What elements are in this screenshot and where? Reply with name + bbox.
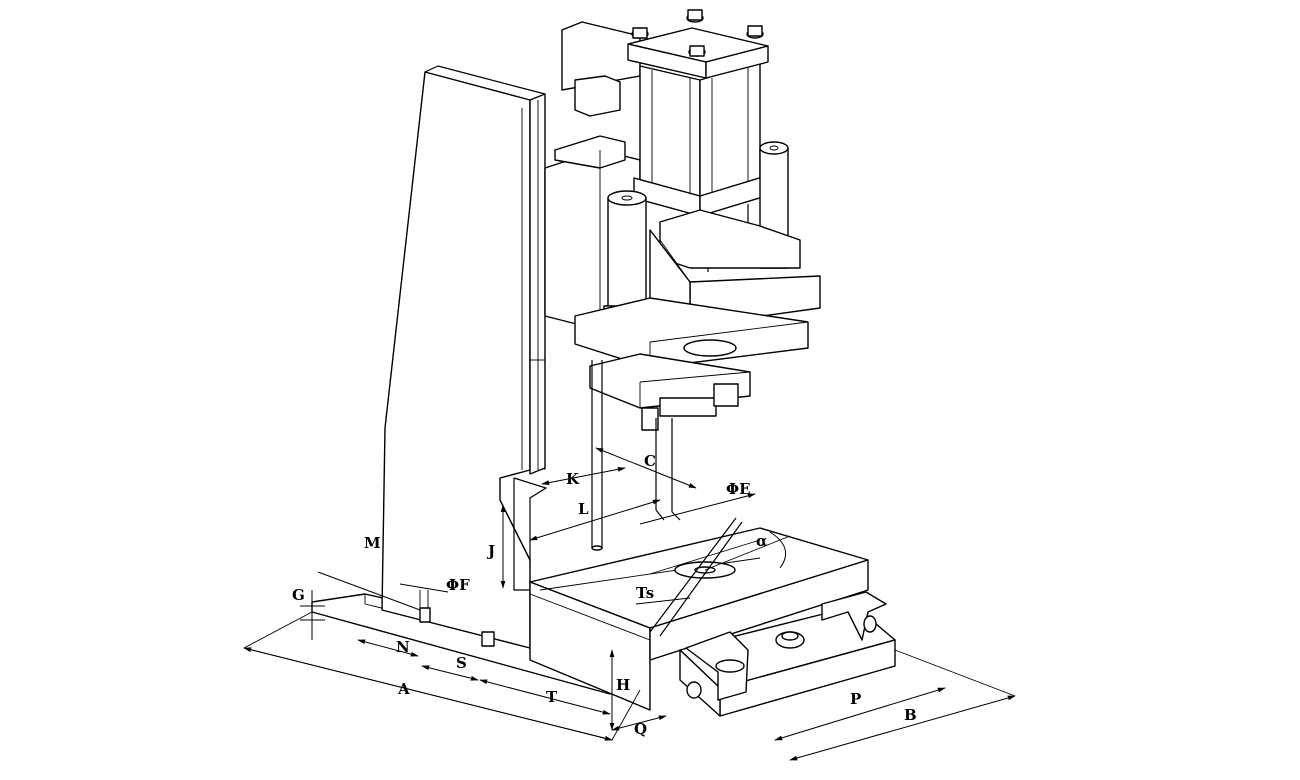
- column-frame: [381, 21, 641, 649]
- label-alpha: α: [756, 532, 768, 550]
- label-l: L: [578, 500, 589, 518]
- label-t: T: [546, 688, 558, 706]
- work-table: [529, 527, 869, 711]
- label-c: C: [644, 452, 656, 470]
- label-e: ΦE: [726, 480, 751, 498]
- label-f: ΦF: [446, 576, 470, 594]
- label-j: J: [486, 542, 495, 560]
- label-g: G: [292, 586, 305, 604]
- label-h: H: [616, 676, 630, 694]
- label-ts: Ts: [636, 584, 654, 602]
- cylinder-bolts: [631, 9, 764, 57]
- label-s: S: [456, 654, 467, 672]
- label-q: Q: [634, 720, 647, 738]
- label-p: P: [850, 690, 861, 708]
- dimension-labels: M G ΦF N S A T H Q J K L C ΦE α Ts P B: [292, 452, 917, 738]
- dimension-lines: [243, 447, 1016, 761]
- die-channel: [649, 517, 743, 637]
- label-m: M: [364, 534, 381, 552]
- label-n: N: [396, 638, 410, 656]
- clamp-base: [679, 591, 896, 717]
- upper-plate: [574, 297, 809, 369]
- label-b: B: [904, 706, 917, 724]
- air-cylinder: [627, 9, 769, 272]
- punch-plate: [589, 353, 751, 417]
- label-k: K: [566, 470, 580, 488]
- label-a: A: [397, 680, 410, 698]
